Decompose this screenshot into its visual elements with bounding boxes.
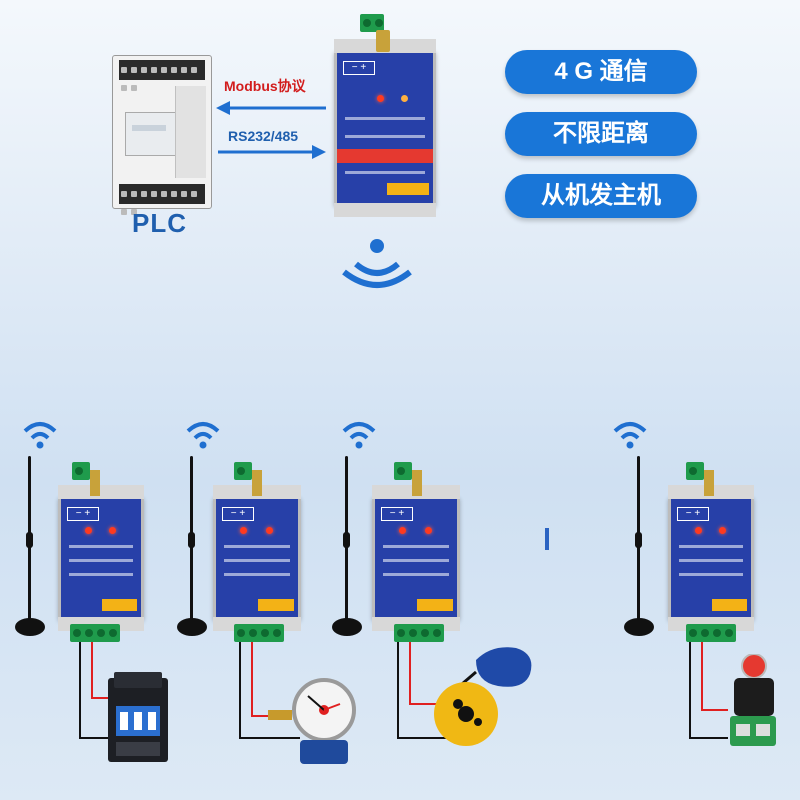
master-antenna-connector xyxy=(376,30,390,52)
slave-module-4: − + xyxy=(668,485,754,631)
module-bottom-cap xyxy=(334,203,436,217)
work-led xyxy=(377,95,384,102)
arrow-left-icon xyxy=(216,101,326,115)
interface-label: RS232/485 xyxy=(228,128,299,144)
io-terminal xyxy=(686,624,736,642)
arrow-right-icon xyxy=(218,145,326,159)
work-led xyxy=(85,527,92,534)
power-terminal: − + xyxy=(222,507,254,521)
protocol-label: Modbus协议 xyxy=(224,78,306,94)
antenna-connector xyxy=(704,470,714,496)
antenna-mast xyxy=(26,456,33,624)
plc-bottom-terminal xyxy=(119,184,205,215)
wifi-icon xyxy=(23,422,57,449)
module-yellow-label xyxy=(386,183,429,195)
plc-top-terminal xyxy=(119,60,205,91)
antenna-connector xyxy=(252,470,262,496)
push-button-icon xyxy=(730,654,776,746)
master-terminal xyxy=(360,14,384,32)
wireless-signal-icon xyxy=(342,239,412,288)
contactor-icon xyxy=(108,672,168,762)
field-wiring xyxy=(79,642,728,739)
ellipsis-marker xyxy=(545,528,549,550)
link-led xyxy=(401,95,408,102)
link-led xyxy=(266,527,273,534)
power-terminal: − + xyxy=(343,61,375,75)
plc-label: PLC xyxy=(132,208,187,238)
link-led xyxy=(719,527,726,534)
antenna-connector xyxy=(90,470,100,496)
feature-badge-4g: 4 G 通信 xyxy=(505,50,697,94)
link-arrows xyxy=(216,101,326,159)
antenna-mast xyxy=(343,456,350,624)
pressure-gauge-icon xyxy=(268,678,356,764)
float-switch-icon xyxy=(434,647,532,746)
io-terminal xyxy=(234,624,284,642)
antenna-base xyxy=(15,618,45,636)
wifi-icon xyxy=(613,422,647,449)
io-terminal xyxy=(70,624,120,642)
antenna-mast xyxy=(635,456,642,624)
master-module: − + xyxy=(334,39,436,217)
power-terminal: − + xyxy=(67,507,99,521)
antenna-base xyxy=(624,618,654,636)
antenna-base xyxy=(332,618,362,636)
wifi-icon xyxy=(186,422,220,449)
slave-module-3: − + xyxy=(372,485,460,631)
link-led xyxy=(425,527,432,534)
plc-side-panel xyxy=(175,86,206,178)
io-terminal xyxy=(394,624,444,642)
slave-module-1: − + xyxy=(58,485,144,631)
module-red-strip xyxy=(337,149,433,163)
plc-panel xyxy=(125,112,177,156)
feature-badge-distance: 不限距离 xyxy=(505,112,697,156)
feature-badge-slave-to-master: 从机发主机 xyxy=(505,174,697,218)
antenna-base xyxy=(177,618,207,636)
antenna-mast xyxy=(188,456,195,624)
work-led xyxy=(695,527,702,534)
work-led xyxy=(399,527,406,534)
antenna-connector xyxy=(412,470,422,496)
link-led xyxy=(109,527,116,534)
power-terminal: − + xyxy=(381,507,413,521)
slave-module-2: − + xyxy=(213,485,301,631)
power-terminal: − + xyxy=(677,507,709,521)
work-led xyxy=(240,527,247,534)
wifi-icon xyxy=(342,422,376,449)
plc-unit xyxy=(112,55,212,215)
